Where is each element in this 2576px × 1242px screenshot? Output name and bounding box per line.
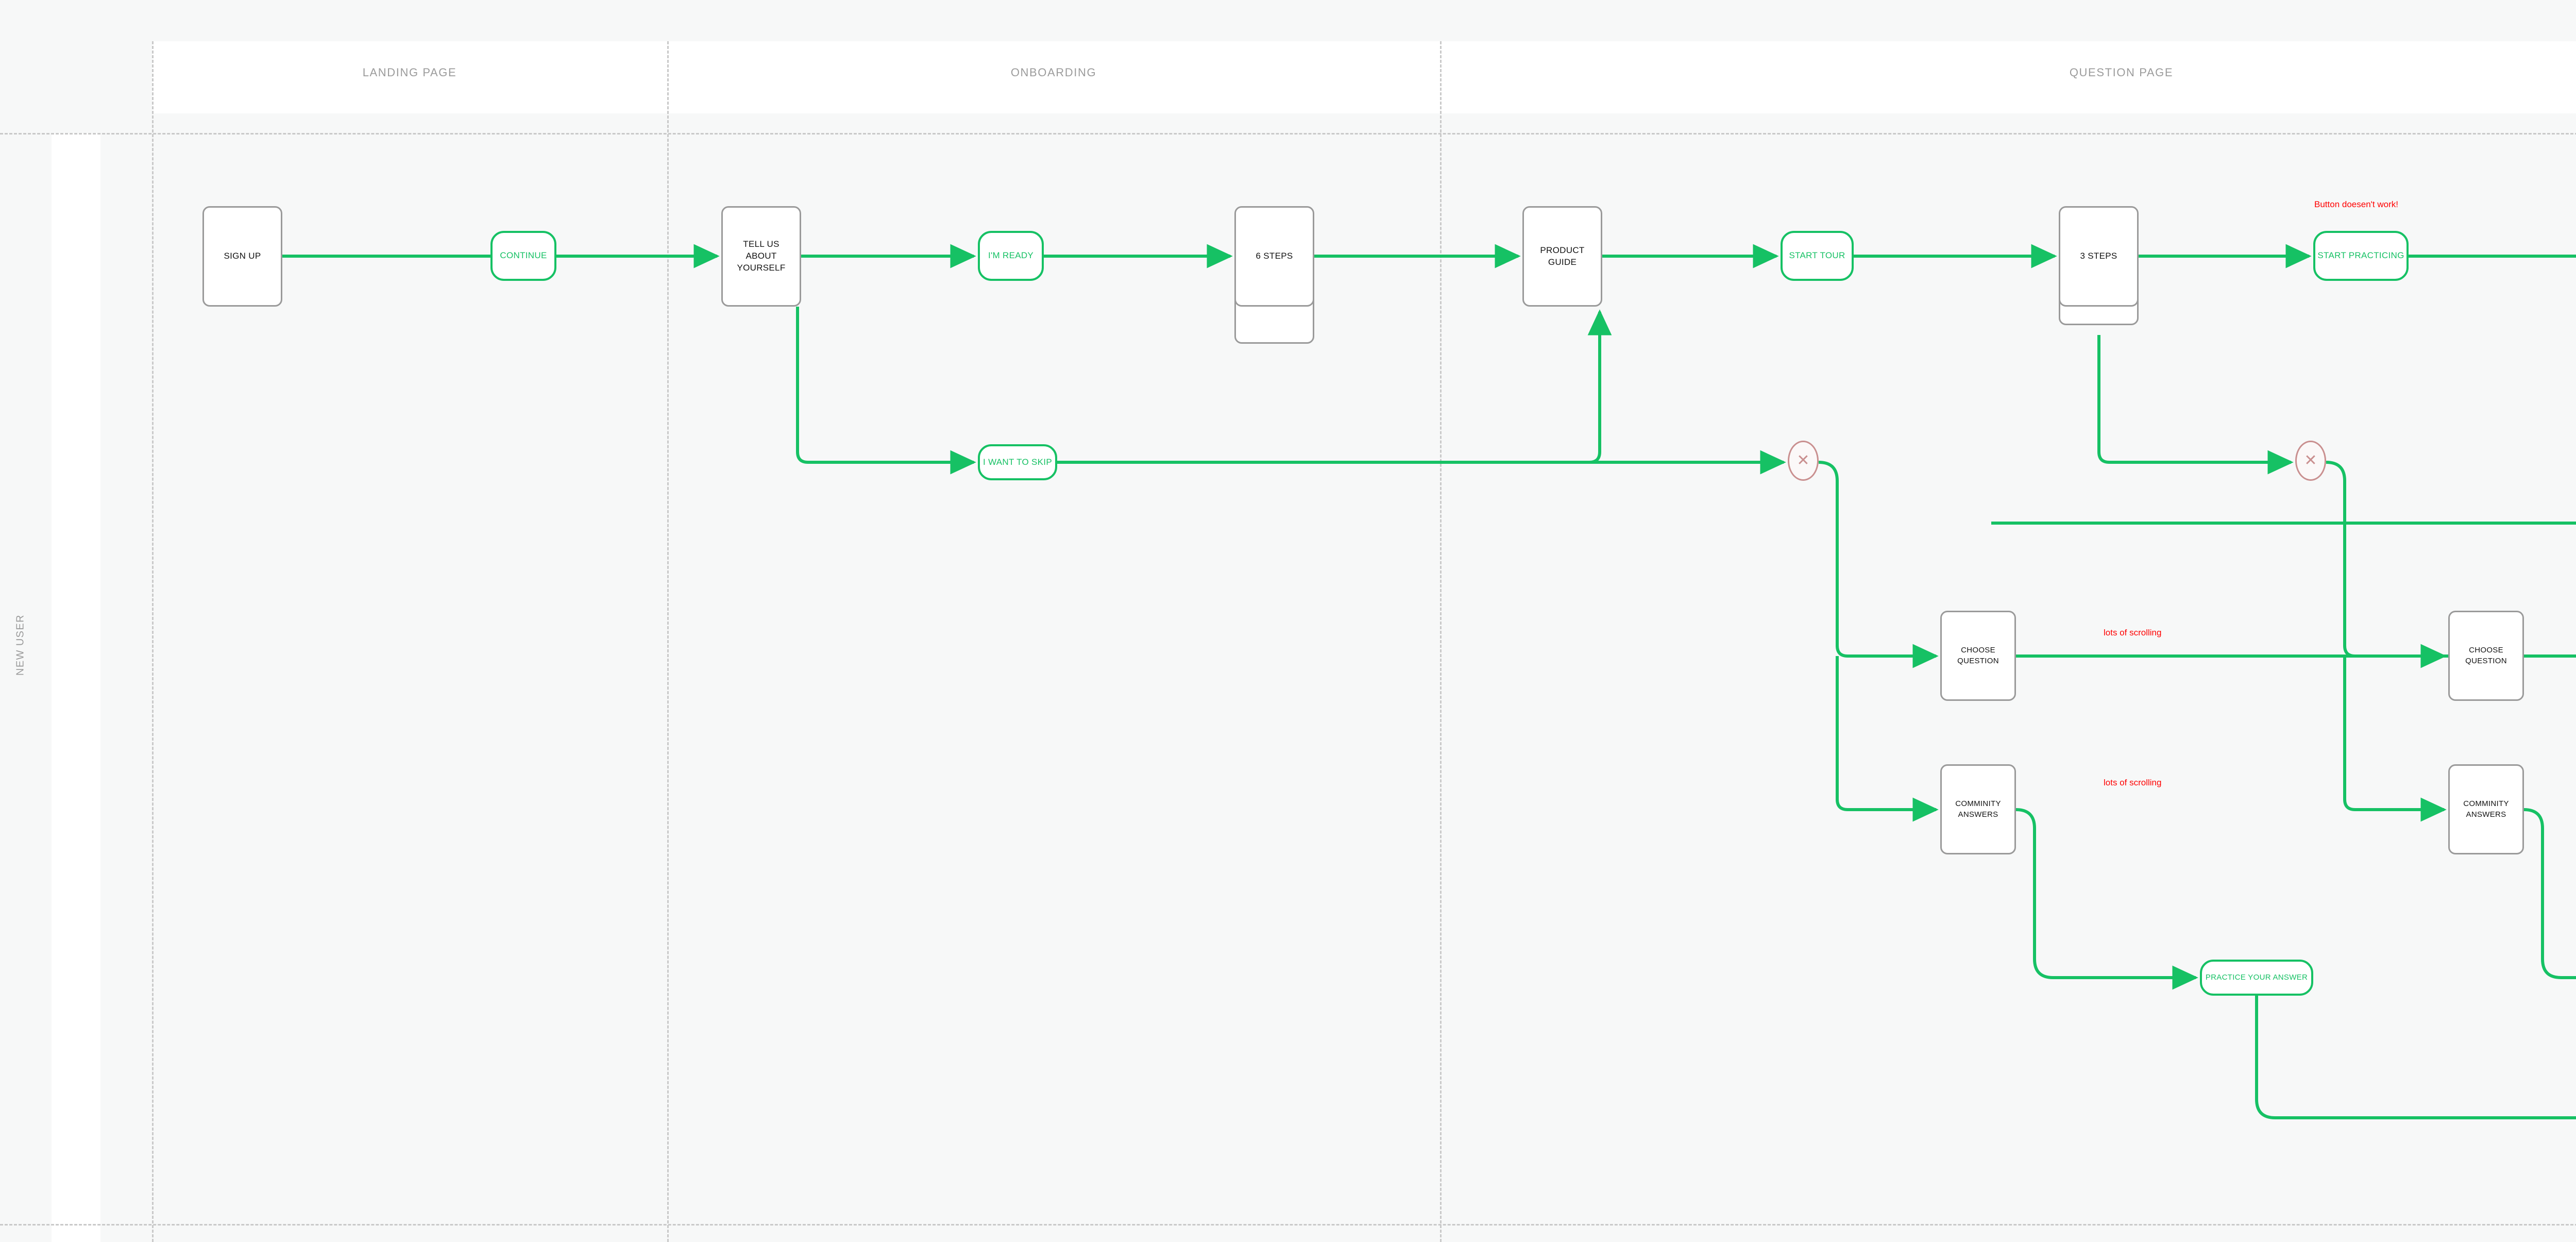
annotation-button-doesnt-work: Button doesen't work!	[2314, 199, 2398, 209]
annotation-lots-of-scrolling-2: lots of scrolling	[2104, 778, 2162, 787]
node-6-steps[interactable]: 6 STEPS	[1234, 206, 1314, 307]
node-im-ready-button[interactable]: I'M READY	[978, 231, 1044, 281]
node-i-want-to-skip-button[interactable]: I WANT TO SKIP	[978, 444, 1057, 480]
edge-comminity1-to-practice1	[2015, 808, 2198, 990]
annotation-lots-of-scrolling-1: lots of scrolling	[2104, 628, 2162, 637]
edge-close2-to-comminity2	[2343, 656, 2447, 822]
column-divider-2	[667, 41, 669, 1242]
node-product-guide[interactable]: PRODUCT GUIDE	[1522, 206, 1602, 307]
column-title-question-page: QUESTION PAGE	[2069, 66, 2174, 79]
node-3-steps[interactable]: 3 STEPS	[2059, 206, 2139, 307]
node-practice-your-answer-1[interactable]: PRACTICE YOUR ANSWER	[2200, 960, 2313, 996]
column-divider-1	[152, 41, 154, 1242]
swimlane-divider-top	[0, 133, 2576, 135]
column-header-band	[152, 41, 2576, 113]
edge-practice1-to-question	[2255, 996, 2576, 1119]
node-choose-question-1[interactable]: CHOOSE QUESTION	[1940, 611, 2016, 701]
node-start-practicing-button[interactable]: START PRACTICING	[2313, 231, 2409, 281]
edge-loopback-to-question-top	[1991, 522, 2576, 525]
swimlane-label-strip	[52, 133, 100, 1242]
edge-close1-to-comminity1	[1836, 656, 1939, 822]
swimlane-divider-bottom	[0, 1224, 2576, 1226]
node-tell-us-about-yourself[interactable]: TELL US ABOUT YOURSELF	[721, 206, 801, 307]
column-title-landing-page: LANDING PAGE	[362, 66, 457, 79]
close-icon-2[interactable]: ✕	[2295, 441, 2326, 481]
column-divider-3	[1440, 41, 1442, 1242]
edge-3steps-to-close2	[2097, 335, 2294, 475]
edge-close2-to-choosequestion2	[2326, 461, 2447, 668]
column-title-onboarding: ONBOARDING	[1010, 66, 1097, 79]
close-icon-1[interactable]: ✕	[1788, 441, 1819, 481]
node-start-tour-button[interactable]: START TOUR	[1781, 231, 1854, 281]
edge-comminity2-to-practice2	[2523, 808, 2576, 979]
edge-skip-to-productguide	[1057, 309, 1612, 464]
node-comminity-answers-1[interactable]: COMMINITY ANSWERS	[1940, 764, 2016, 854]
node-continue-button[interactable]: CONTINUE	[490, 231, 556, 281]
node-comminity-answers-2[interactable]: COMMINITY ANSWERS	[2448, 764, 2524, 854]
edge-close1-to-choosequestion1	[1818, 461, 1939, 668]
node-sign-up[interactable]: SIGN UP	[202, 206, 282, 307]
node-choose-question-2[interactable]: CHOOSE QUESTION	[2448, 611, 2524, 701]
edge-tellus-to-skip	[796, 307, 976, 475]
